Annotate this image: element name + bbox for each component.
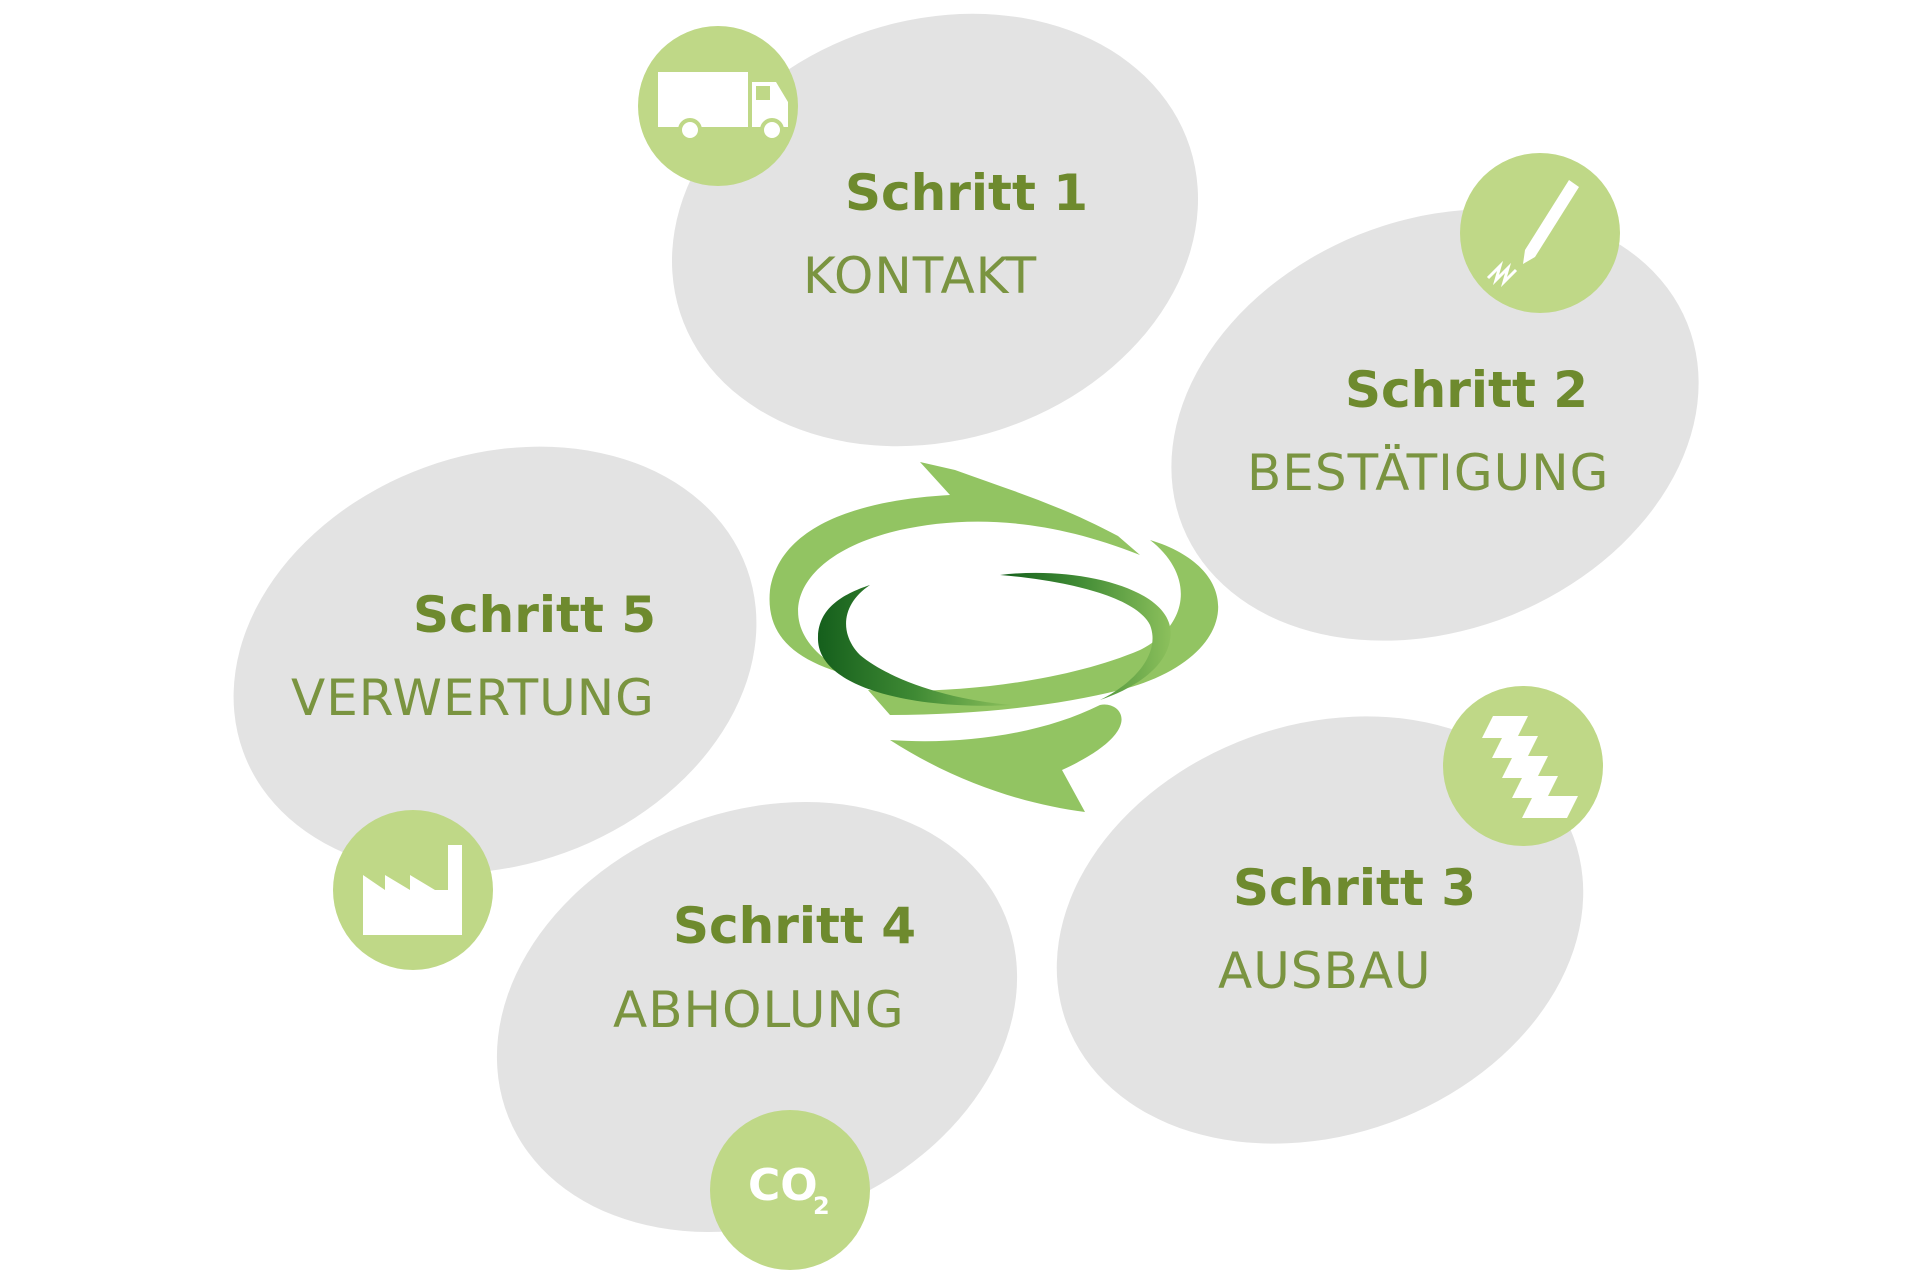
co2-icon: CO 2 <box>748 1160 830 1220</box>
step-2-title: Schritt 2 <box>1345 361 1588 419</box>
step-1-badge <box>638 26 798 186</box>
step-1-label: KONTAKT <box>803 247 1037 305</box>
step-3-badge <box>1443 686 1603 846</box>
step-4-label: ABHOLUNG <box>613 981 905 1039</box>
step-2-badge <box>1460 153 1620 313</box>
step-5-badge <box>333 810 493 970</box>
pen-signature-icon <box>1486 180 1579 288</box>
step-3-bubble <box>1056 716 1584 1144</box>
step-1-title: Schritt 1 <box>845 164 1088 222</box>
step-5-bubble <box>233 446 757 874</box>
step-4-badge: CO 2 <box>710 1110 870 1270</box>
step-5: Schritt 5 VERWERTUNG <box>233 446 757 970</box>
co2-sub-text: 2 <box>813 1192 830 1220</box>
step-3-title: Schritt 3 <box>1233 859 1476 917</box>
step-5-label: VERWERTUNG <box>291 669 655 727</box>
step-2-label: BESTÄTIGUNG <box>1247 444 1609 502</box>
factory-icon <box>363 845 462 935</box>
step-4: CO 2 Schritt 4 ABHOLUNG <box>496 802 1018 1270</box>
step-1-bubble <box>671 13 1199 447</box>
step-2-bubble <box>1171 209 1699 641</box>
step-2: Schritt 2 BESTÄTIGUNG <box>1171 153 1699 641</box>
co2-main-text: CO <box>748 1160 818 1211</box>
recycle-cycle-arrows-icon <box>769 462 1219 812</box>
stacked-panels-icon <box>1482 716 1578 818</box>
step-1: Schritt 1 KONTAKT <box>638 13 1199 447</box>
step-5-title: Schritt 5 <box>413 586 656 644</box>
step-4-bubble <box>496 802 1018 1232</box>
step-4-title: Schritt 4 <box>673 897 916 955</box>
truck-icon <box>658 72 788 142</box>
step-3: Schritt 3 AUSBAU <box>1056 686 1603 1144</box>
step-3-label: AUSBAU <box>1218 942 1432 1000</box>
